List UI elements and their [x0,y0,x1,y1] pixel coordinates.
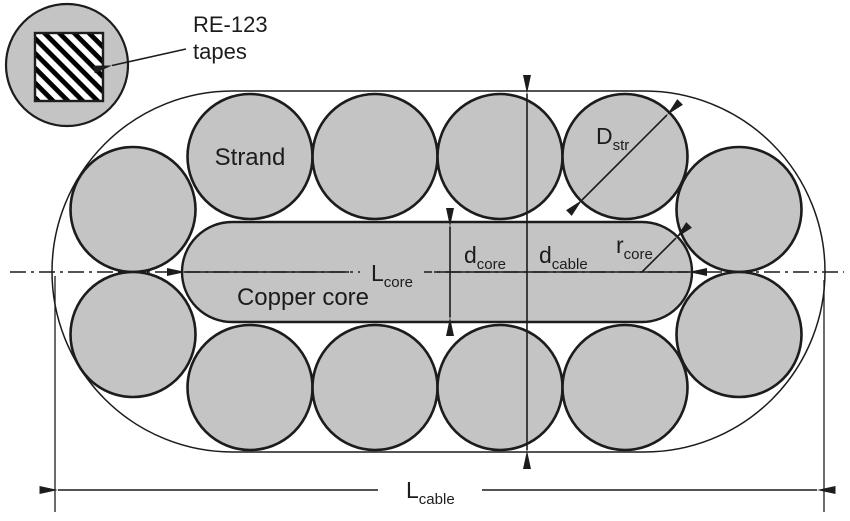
lcore-label-sub: core [384,274,413,291]
re123-label-line2: tapes [193,39,247,64]
strand-circle [561,323,689,452]
dstr-label: Dstr [596,123,629,154]
re123-arrow [93,48,187,74]
lcore-label-mask [360,258,424,286]
strand-circle [675,145,803,274]
dstr-label-base: D [596,123,613,149]
copper-core-label: Copper core [237,284,369,311]
strand-circle [69,270,197,399]
dcore-label-base: d [464,242,477,268]
strand-circle [186,323,314,452]
strand-circle [436,92,564,221]
re123-label-line1: RE-123 [193,12,268,37]
strand-circle [311,323,439,452]
dcable-label-base: d [539,242,552,268]
strand-circle [69,145,197,274]
strand-circle [436,323,564,452]
lcable-label: Lcable [406,477,455,508]
lcable-label-sub: cable [419,491,455,508]
rcore-label-base: r [616,232,624,258]
strand-circle [311,92,439,221]
dcable-label-sub: cable [552,256,588,273]
strand-circle [675,270,803,399]
lcable-label-base: L [406,477,419,503]
rcore-label-sub: core [624,246,653,263]
strand-label: Strand [215,144,286,171]
lcore-label-base: L [371,260,384,286]
re123-tape-square [33,31,105,103]
rcore-label: rcore [616,232,653,263]
lcore-label: Lcore [371,260,413,291]
inset-strand-detail [4,2,187,128]
dcable-label: dcable [539,242,588,273]
dstr-label-sub: str [613,137,630,154]
dcore-label: dcore [464,242,506,273]
dstr-arrow [566,99,683,216]
rcore-arrow [641,222,692,273]
dcore-label-sub: core [477,256,506,273]
